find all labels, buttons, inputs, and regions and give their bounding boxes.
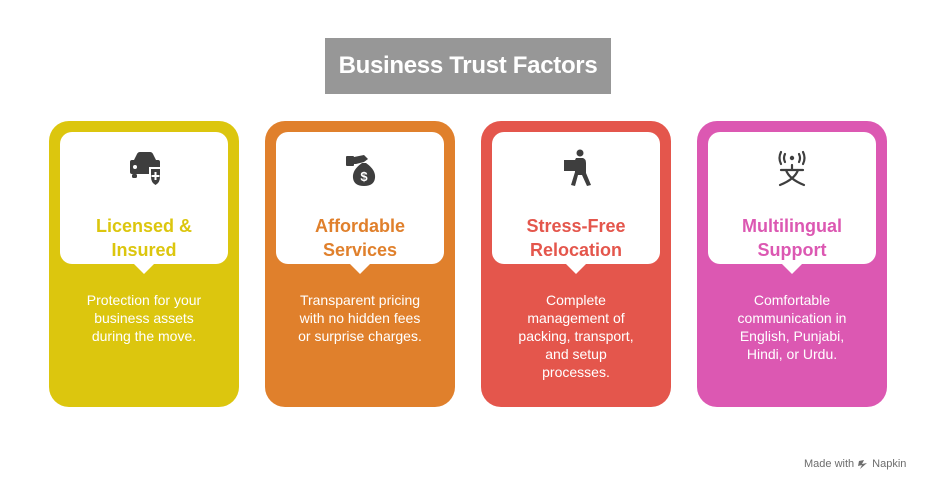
card-header-box: Multilingual Support [708, 132, 876, 274]
card-heading: Affordable Services [315, 216, 405, 260]
card-stress-free-relocation: Stress-Free Relocation Complete manageme… [481, 121, 671, 407]
callout-pointer [133, 263, 155, 274]
card-multilingual-support: Multilingual Support Comfortable communi… [697, 121, 887, 407]
card-description: Protection for your business assets duri… [86, 292, 202, 344]
callout-pointer [565, 263, 587, 274]
callout-pointer [349, 263, 371, 274]
made-with-napkin-credit: Made with Napkin [804, 458, 906, 470]
car-shield-icon [126, 148, 162, 188]
card-description: Complete management of packing, transpor… [518, 292, 634, 380]
card-heading: Licensed & Insured [95, 216, 193, 260]
card-description: Transparent pricing with no hidden fees … [298, 292, 422, 344]
card-header-box: Stress-Free Relocation [492, 132, 660, 274]
person-carrying-box-icon [558, 148, 594, 188]
made-with-label: Made with [804, 458, 855, 470]
card-header-box: Licensed & Insured [60, 132, 228, 274]
card-header-box: $ Affordable Services [276, 132, 444, 274]
card-description: Comfortable communication in English, Pu… [737, 292, 847, 362]
napkin-logo-icon [858, 459, 868, 469]
svg-text:$: $ [360, 169, 368, 184]
napkin-brand: Napkin [872, 458, 907, 470]
diagram-title: Business Trust Factors [325, 38, 611, 94]
card-affordable-services: $ Affordable Services Transparent pricin… [265, 121, 455, 407]
card-licensed-insured: Licensed & Insured Protection for your b… [49, 121, 239, 407]
translate-signal-icon [774, 148, 810, 188]
money-bag-icon: $ [342, 148, 378, 188]
callout-pointer [781, 263, 803, 274]
card-heading: Stress-Free Relocation [526, 216, 626, 260]
card-heading: Multilingual Support [742, 216, 842, 260]
